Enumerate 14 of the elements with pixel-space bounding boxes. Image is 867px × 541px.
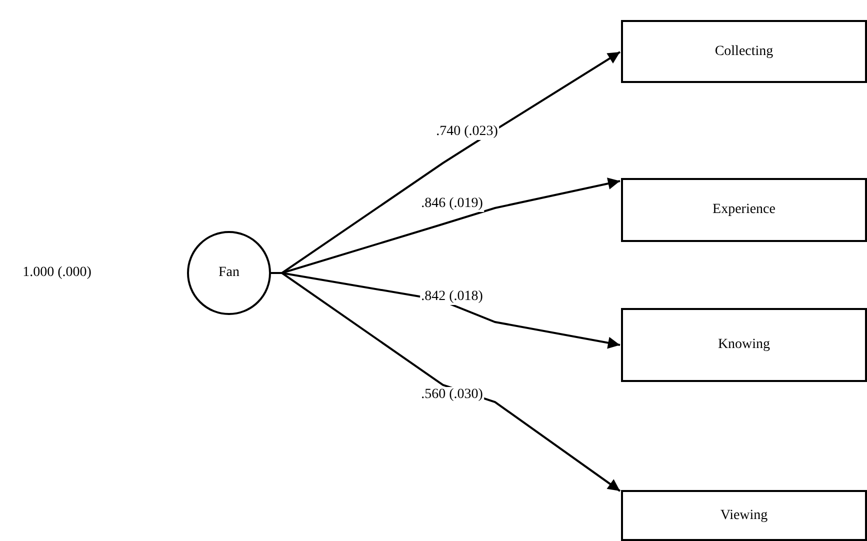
- node-label: Collecting: [714, 44, 774, 60]
- node-label: Knowing: [718, 337, 770, 353]
- node-label: Viewing: [720, 508, 768, 524]
- node-label: Fan: [218, 265, 240, 281]
- node-label: Experience: [712, 202, 776, 218]
- indicator-box: [621, 308, 867, 382]
- edge-label: .740 (.023): [435, 124, 499, 140]
- indicator-box: [621, 178, 867, 242]
- indicator-box: [621, 20, 867, 83]
- indicator-box: [621, 490, 867, 541]
- edge-label: .846 (.019): [420, 196, 484, 212]
- edge-label: .560 (.030): [420, 387, 484, 403]
- variance-label: 1.000 (.000): [22, 265, 92, 281]
- edge-label: .842 (.018): [420, 289, 484, 305]
